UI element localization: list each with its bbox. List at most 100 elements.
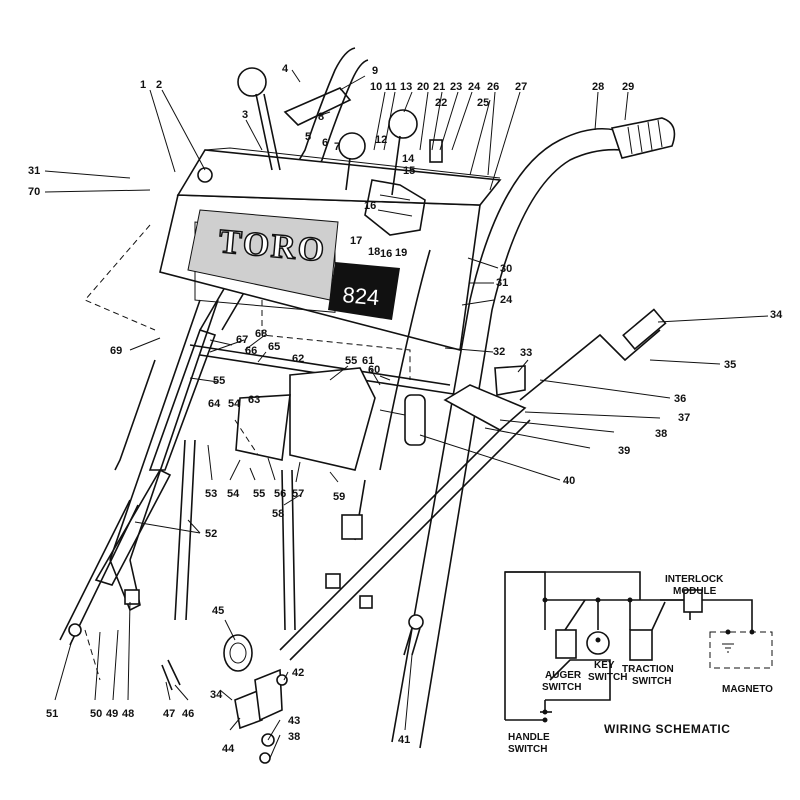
frame-rails [94,299,219,612]
lower-parts [68,573,424,764]
callout-c9: 9 [372,65,378,77]
key-label-1: KEY [594,660,615,671]
levers [237,67,443,196]
callout-c24b: 24 [500,294,513,306]
callout-c68: 68 [255,328,267,340]
callout-c39: 39 [618,445,630,457]
callout-c23: 23 [450,81,462,93]
callout-c50: 50 [90,708,102,720]
knob [197,167,213,183]
wiring-schematic-title: WIRING SCHEMATIC [604,722,730,736]
callout-c37: 37 [678,412,690,424]
lever-knob-left [237,67,267,97]
magneto-symbol [709,631,773,669]
callout-c45: 45 [212,605,224,617]
callout-c34a: 34 [770,309,783,321]
control-panel: TORO 824 [159,147,502,352]
model-badge: 824 [342,282,381,310]
traction-label-1: TRACTION [622,664,674,675]
callout-c60: 60 [368,364,380,376]
callout-c20: 20 [417,81,429,93]
leader-lines [44,69,769,759]
callout-c27: 27 [515,81,527,93]
drive-gear [404,394,426,446]
auger-label-1: AUGER [545,670,582,681]
callout-c46: 46 [182,708,194,720]
callout-c42: 42 [292,667,304,679]
auger-label-2: SWITCH [542,682,581,693]
callout-c4: 4 [282,63,289,75]
callout-c19: 19 [395,247,407,259]
callout-c63: 63 [248,394,260,406]
callout-c25: 25 [477,97,489,109]
callout-c8: 8 [318,111,324,123]
magneto-label: MAGNETO [722,684,773,695]
right-handle [391,117,676,749]
left-handle [199,47,369,331]
auger-switch-symbol [555,629,577,659]
callout-c5: 5 [305,131,311,143]
callout-c59: 59 [333,491,345,503]
auger-housing [289,367,376,471]
callout-c36: 36 [674,393,686,405]
callout-c21: 21 [433,81,445,93]
traction-label-2: SWITCH [632,676,671,687]
interlock-label-1: INTERLOCK [665,574,724,585]
callout-c40: 40 [563,475,575,487]
callout-c13: 13 [400,81,412,93]
callout-c54b: 54 [227,488,240,500]
callout-c54a: 54 [228,398,241,410]
callout-c26: 26 [487,81,499,93]
callout-c14: 14 [402,153,415,165]
linkages [59,249,667,661]
callout-c38a: 38 [655,428,667,440]
callout-c43: 43 [288,715,300,727]
callout-c1: 1 [140,79,146,91]
callout-c28: 28 [592,81,604,93]
callout-c55a: 55 [213,375,225,387]
callout-c47: 47 [163,708,175,720]
lever-knob-right [388,109,418,139]
callout-c16a: 16 [364,200,376,212]
callout-c67: 67 [236,334,248,346]
callout-c3: 3 [242,109,248,121]
callout-c11: 11 [385,81,397,93]
callout-c18: 18 [368,246,380,258]
callout-c7: 7 [334,141,340,153]
callout-c61: 61 [362,355,374,367]
traction-switch-symbol [629,629,653,661]
callout-c31b: 31 [496,277,508,289]
handle-grip [610,117,676,159]
callout-c24a: 24 [468,81,481,93]
crank-handle [622,308,667,351]
interlock-module-symbol [683,589,703,613]
interlock-label-2: MODULE [673,586,717,597]
callout-c65: 65 [268,341,280,353]
callout-c52: 52 [205,528,217,540]
callout-c56: 56 [274,488,286,500]
pulley [223,634,253,672]
callout-c33: 33 [520,347,532,359]
callout-c55b: 55 [253,488,265,500]
callout-c17: 17 [350,235,362,247]
callout-c70: 70 [28,186,40,198]
callout-c31a: 31 [28,165,40,177]
callout-c38b: 38 [288,731,300,743]
callout-c53: 53 [205,488,217,500]
callout-c35: 35 [724,359,736,371]
callout-c16b: 16 [380,248,392,260]
wiring-schematic: INTERLOCK MODULE AUGER SWITCH KEY SWITCH… [504,571,773,755]
callout-c49: 49 [106,708,118,720]
callout-c62: 62 [292,353,304,365]
callout-c30: 30 [500,263,512,275]
callout-c10: 10 [370,81,382,93]
key-label-2: SWITCH [588,672,627,683]
callout-c32: 32 [493,346,505,358]
callout-c51: 51 [46,708,58,720]
callout-c44: 44 [222,743,235,755]
callout-c69: 69 [110,345,122,357]
callout-c29: 29 [622,81,634,93]
